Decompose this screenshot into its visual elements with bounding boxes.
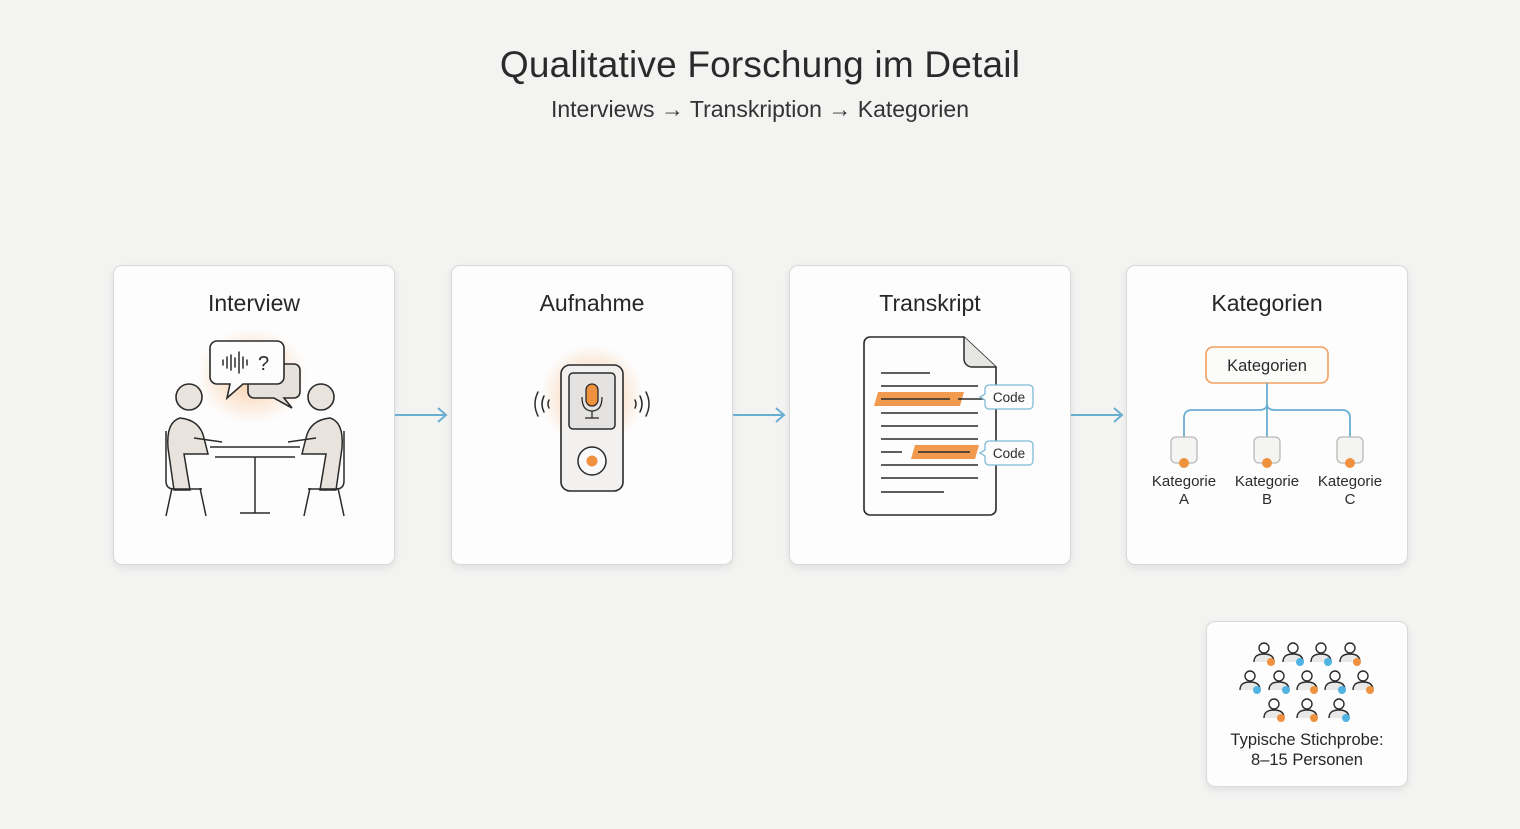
sample-size-text: Typische Stichprobe: 8–15 Personen bbox=[1207, 730, 1407, 770]
root-category-label: Kategorien bbox=[1227, 357, 1307, 375]
category-label: C bbox=[1345, 491, 1356, 508]
step-title: Interview bbox=[207, 290, 301, 316]
code-label: Code bbox=[993, 446, 1025, 461]
step-card-interview: Interview ? bbox=[113, 265, 395, 565]
category-label: Kategorie bbox=[1235, 473, 1299, 490]
category-label: Kategorie bbox=[1318, 473, 1382, 490]
code-label: Code bbox=[993, 390, 1025, 405]
sample-size-line2: 8–15 Personen bbox=[1251, 751, 1363, 769]
sample-size-card: Typische Stichprobe: 8–15 Personen bbox=[1206, 621, 1408, 787]
category-tree-icon: Kategorien Kategorie A Kategorie B Kateg… bbox=[1152, 346, 1382, 508]
people-group-icon bbox=[1239, 642, 1374, 722]
category-label: Kategorie bbox=[1152, 473, 1216, 490]
interview-icon: ? bbox=[165, 328, 345, 517]
step-title: Aufnahme bbox=[539, 290, 645, 316]
step-title: Transkript bbox=[879, 290, 981, 316]
page-subtitle: Interviews → Transkription → Kategorien bbox=[550, 96, 969, 122]
transcript-document-icon: Code Code bbox=[863, 336, 1034, 516]
flow-arrow-icon bbox=[733, 407, 786, 423]
sample-size-line1: Typische Stichprobe: bbox=[1230, 731, 1384, 749]
recorder-icon bbox=[534, 344, 650, 492]
step-card-aufnahme: Aufnahme bbox=[451, 265, 733, 565]
category-label: A bbox=[1179, 491, 1189, 508]
svg-text:?: ? bbox=[258, 353, 269, 375]
step-title: Kategorien bbox=[1211, 290, 1323, 316]
step-card-transkript: Transkript Code Code bbox=[789, 265, 1071, 565]
flow-arrow-icon bbox=[395, 407, 448, 423]
step-card-kategorien: Kategorien Kategorien Kategorie A Katego… bbox=[1126, 265, 1408, 565]
page-title: Qualitative Forschung im Detail bbox=[499, 44, 1021, 85]
category-label: B bbox=[1262, 491, 1272, 508]
flow-arrow-icon bbox=[1071, 407, 1124, 423]
